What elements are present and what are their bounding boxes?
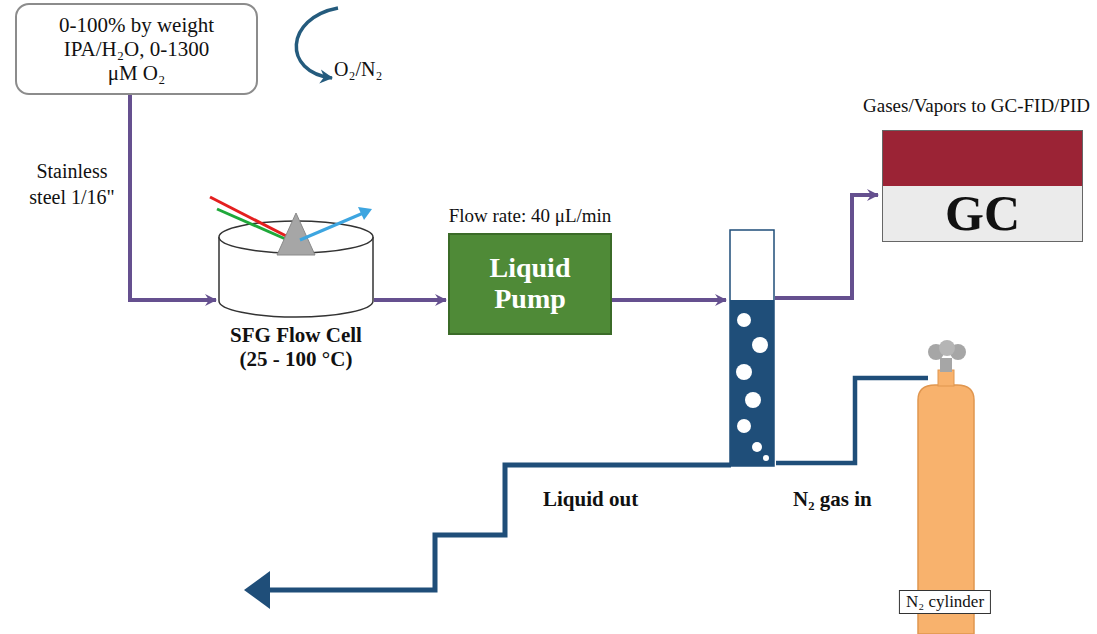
- flow-cell: SFG Flow Cell (25 - 100 °C): [218, 213, 374, 317]
- gas-chromatograph: Gases/Vapors to GC-FID/PIDGC: [882, 130, 1083, 242]
- node-text: GC: [945, 187, 1020, 240]
- cylinder-label: N₂ cylinder: [899, 590, 991, 614]
- stream-label: Liquid out: [543, 487, 638, 512]
- tubing-connector: [130, 95, 216, 300]
- bubbler-liquid: [730, 300, 774, 466]
- gas-label: O₂/N₂: [334, 58, 382, 81]
- bubbles: [736, 313, 769, 461]
- bubbler-tube: [730, 230, 774, 466]
- node-heading: Flow rate: 40 μL/min: [420, 205, 640, 227]
- tubing-note: Stainless steel 1/16": [22, 158, 122, 210]
- stream-label: N₂ gas in: [793, 487, 872, 512]
- gas-line: [776, 378, 928, 463]
- solution-reservoir: 0-100% by weight IPA/H₂O, 0-1300 μM O₂: [15, 3, 258, 95]
- drain-arrowhead: [244, 571, 270, 609]
- node-heading: Gases/Vapors to GC-FID/PID: [863, 95, 1090, 117]
- node-text: N₂ cylinder: [906, 592, 984, 612]
- tubing-connector: [374, 298, 446, 302]
- valve: [928, 340, 966, 372]
- node-heading: SFG Flow Cell (25 - 100 °C): [198, 323, 394, 371]
- tubing-line: [612, 298, 726, 302]
- cylinder-neck: [938, 370, 954, 386]
- node-text: 0-100% by weight IPA/H₂O, 0-1300 μM O₂: [47, 13, 227, 85]
- tubing-line: [775, 195, 878, 298]
- gas-purge-arrow: [296, 8, 338, 78]
- liquid-pump: Flow rate: 40 μL/minLiquid Pump: [448, 233, 612, 335]
- drain-line: [268, 465, 731, 590]
- gc-top-band: [883, 131, 1082, 186]
- node-text: Liquid Pump: [454, 253, 606, 315]
- flow-cell-shape: [218, 213, 374, 317]
